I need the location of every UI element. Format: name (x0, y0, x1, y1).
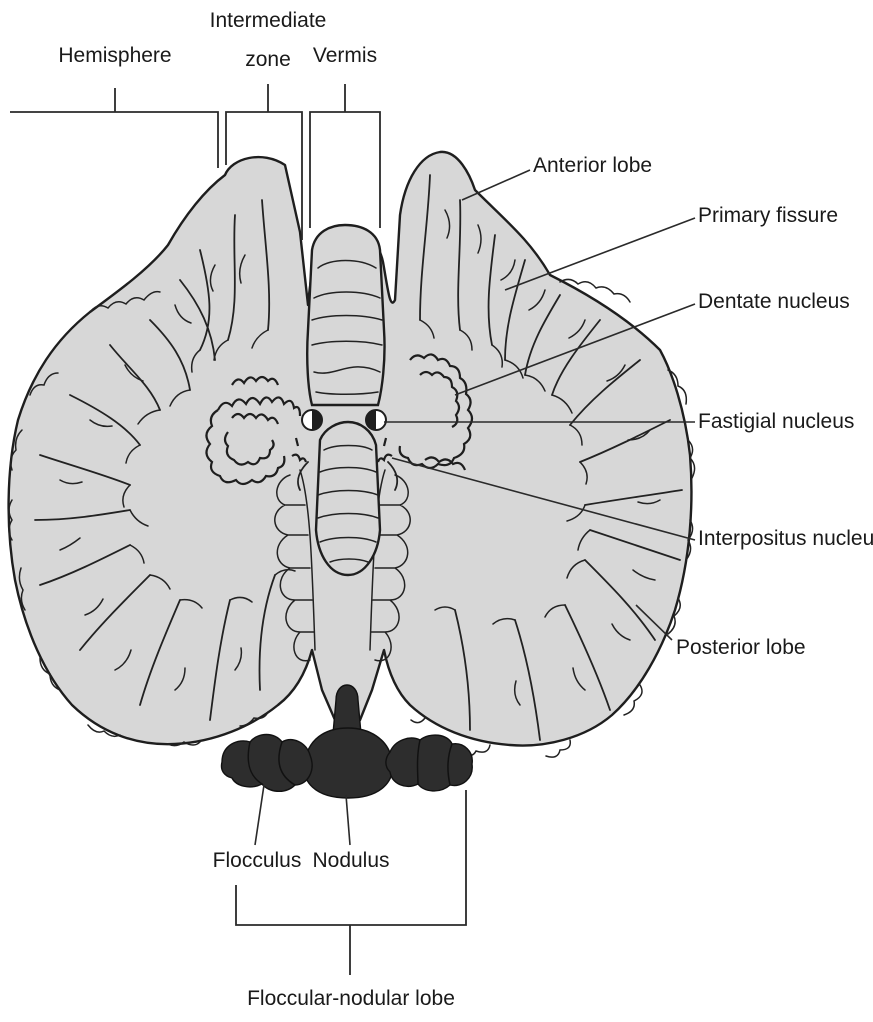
posterior-lobe-label: Posterior lobe (676, 636, 806, 659)
fastigial-nucleus-label: Fastigial nucleus (698, 410, 854, 433)
floccular-nodular-bracket (236, 790, 466, 975)
interpositus-nucleus-label: Interpositus nucleus (698, 527, 873, 550)
nodulus-label: Nodulus (312, 849, 389, 872)
hemisphere-bracket (10, 88, 218, 168)
vermis-label: Vermis (313, 44, 377, 67)
flocculus-leader (255, 785, 264, 845)
nodulus-leader (346, 795, 350, 845)
intermediate-zone-label-line1: Intermediate (210, 9, 327, 32)
flocculus-label: Flocculus (213, 849, 302, 872)
nodulus (304, 728, 393, 798)
dentate-nucleus-label: Dentate nucleus (698, 290, 850, 313)
floccular-nodular-lobe-label: Floccular-nodular lobe (247, 987, 455, 1010)
flocculus-right (386, 735, 472, 791)
flocculus-left (221, 735, 312, 792)
fastigial-nucleus-right (366, 410, 386, 430)
primary-fissure-label: Primary fissure (698, 204, 838, 227)
bottom-bracket (236, 790, 466, 975)
vermis-bracket (310, 84, 380, 228)
intermediate-zone-label-line2: zone (245, 48, 291, 71)
hemisphere-label: Hemisphere (58, 44, 171, 67)
anterior-lobe-label: Anterior lobe (533, 154, 652, 177)
fastigial-nucleus-left (302, 410, 322, 430)
